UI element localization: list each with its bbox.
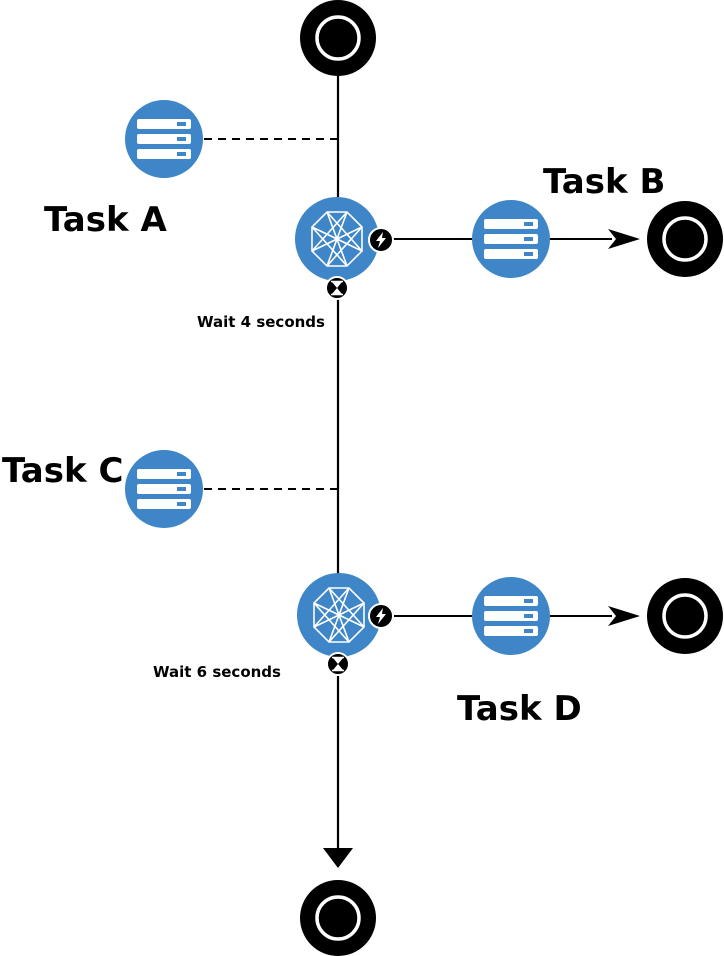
task-c-server-icon[interactable] — [125, 450, 203, 528]
arrowhead-task-b — [608, 229, 640, 249]
end-event-icon-main[interactable] — [298, 878, 378, 956]
main-flow-arrowhead — [323, 848, 353, 868]
timer-1-label: Wait 4 seconds — [197, 313, 325, 331]
gateway-1-hexagon-mesh-icon[interactable] — [294, 196, 380, 282]
end-event-icon-d[interactable] — [645, 576, 724, 656]
task-d-server-icon[interactable] — [472, 577, 550, 655]
error-boundary-2-lightning-bolt-icon[interactable] — [368, 603, 394, 629]
start-event-icon[interactable] — [298, 0, 378, 78]
task-b-label: Task B — [543, 162, 665, 202]
end-event-icon-b[interactable] — [645, 199, 724, 279]
error-boundary-1-lightning-bolt-icon[interactable] — [368, 227, 394, 253]
task-a-label: Task A — [44, 200, 167, 240]
timer-boundary-1-hourglass-icon[interactable] — [325, 276, 349, 300]
task-a-server-icon[interactable] — [125, 100, 203, 178]
arrowhead-task-d — [608, 606, 640, 626]
task-b-server-icon[interactable] — [472, 200, 550, 278]
timer-boundary-2-hourglass-icon[interactable] — [326, 652, 350, 676]
timer-2-label: Wait 6 seconds — [153, 663, 281, 681]
task-d-label: Task D — [457, 689, 582, 729]
task-c-label: Task C — [2, 451, 123, 491]
